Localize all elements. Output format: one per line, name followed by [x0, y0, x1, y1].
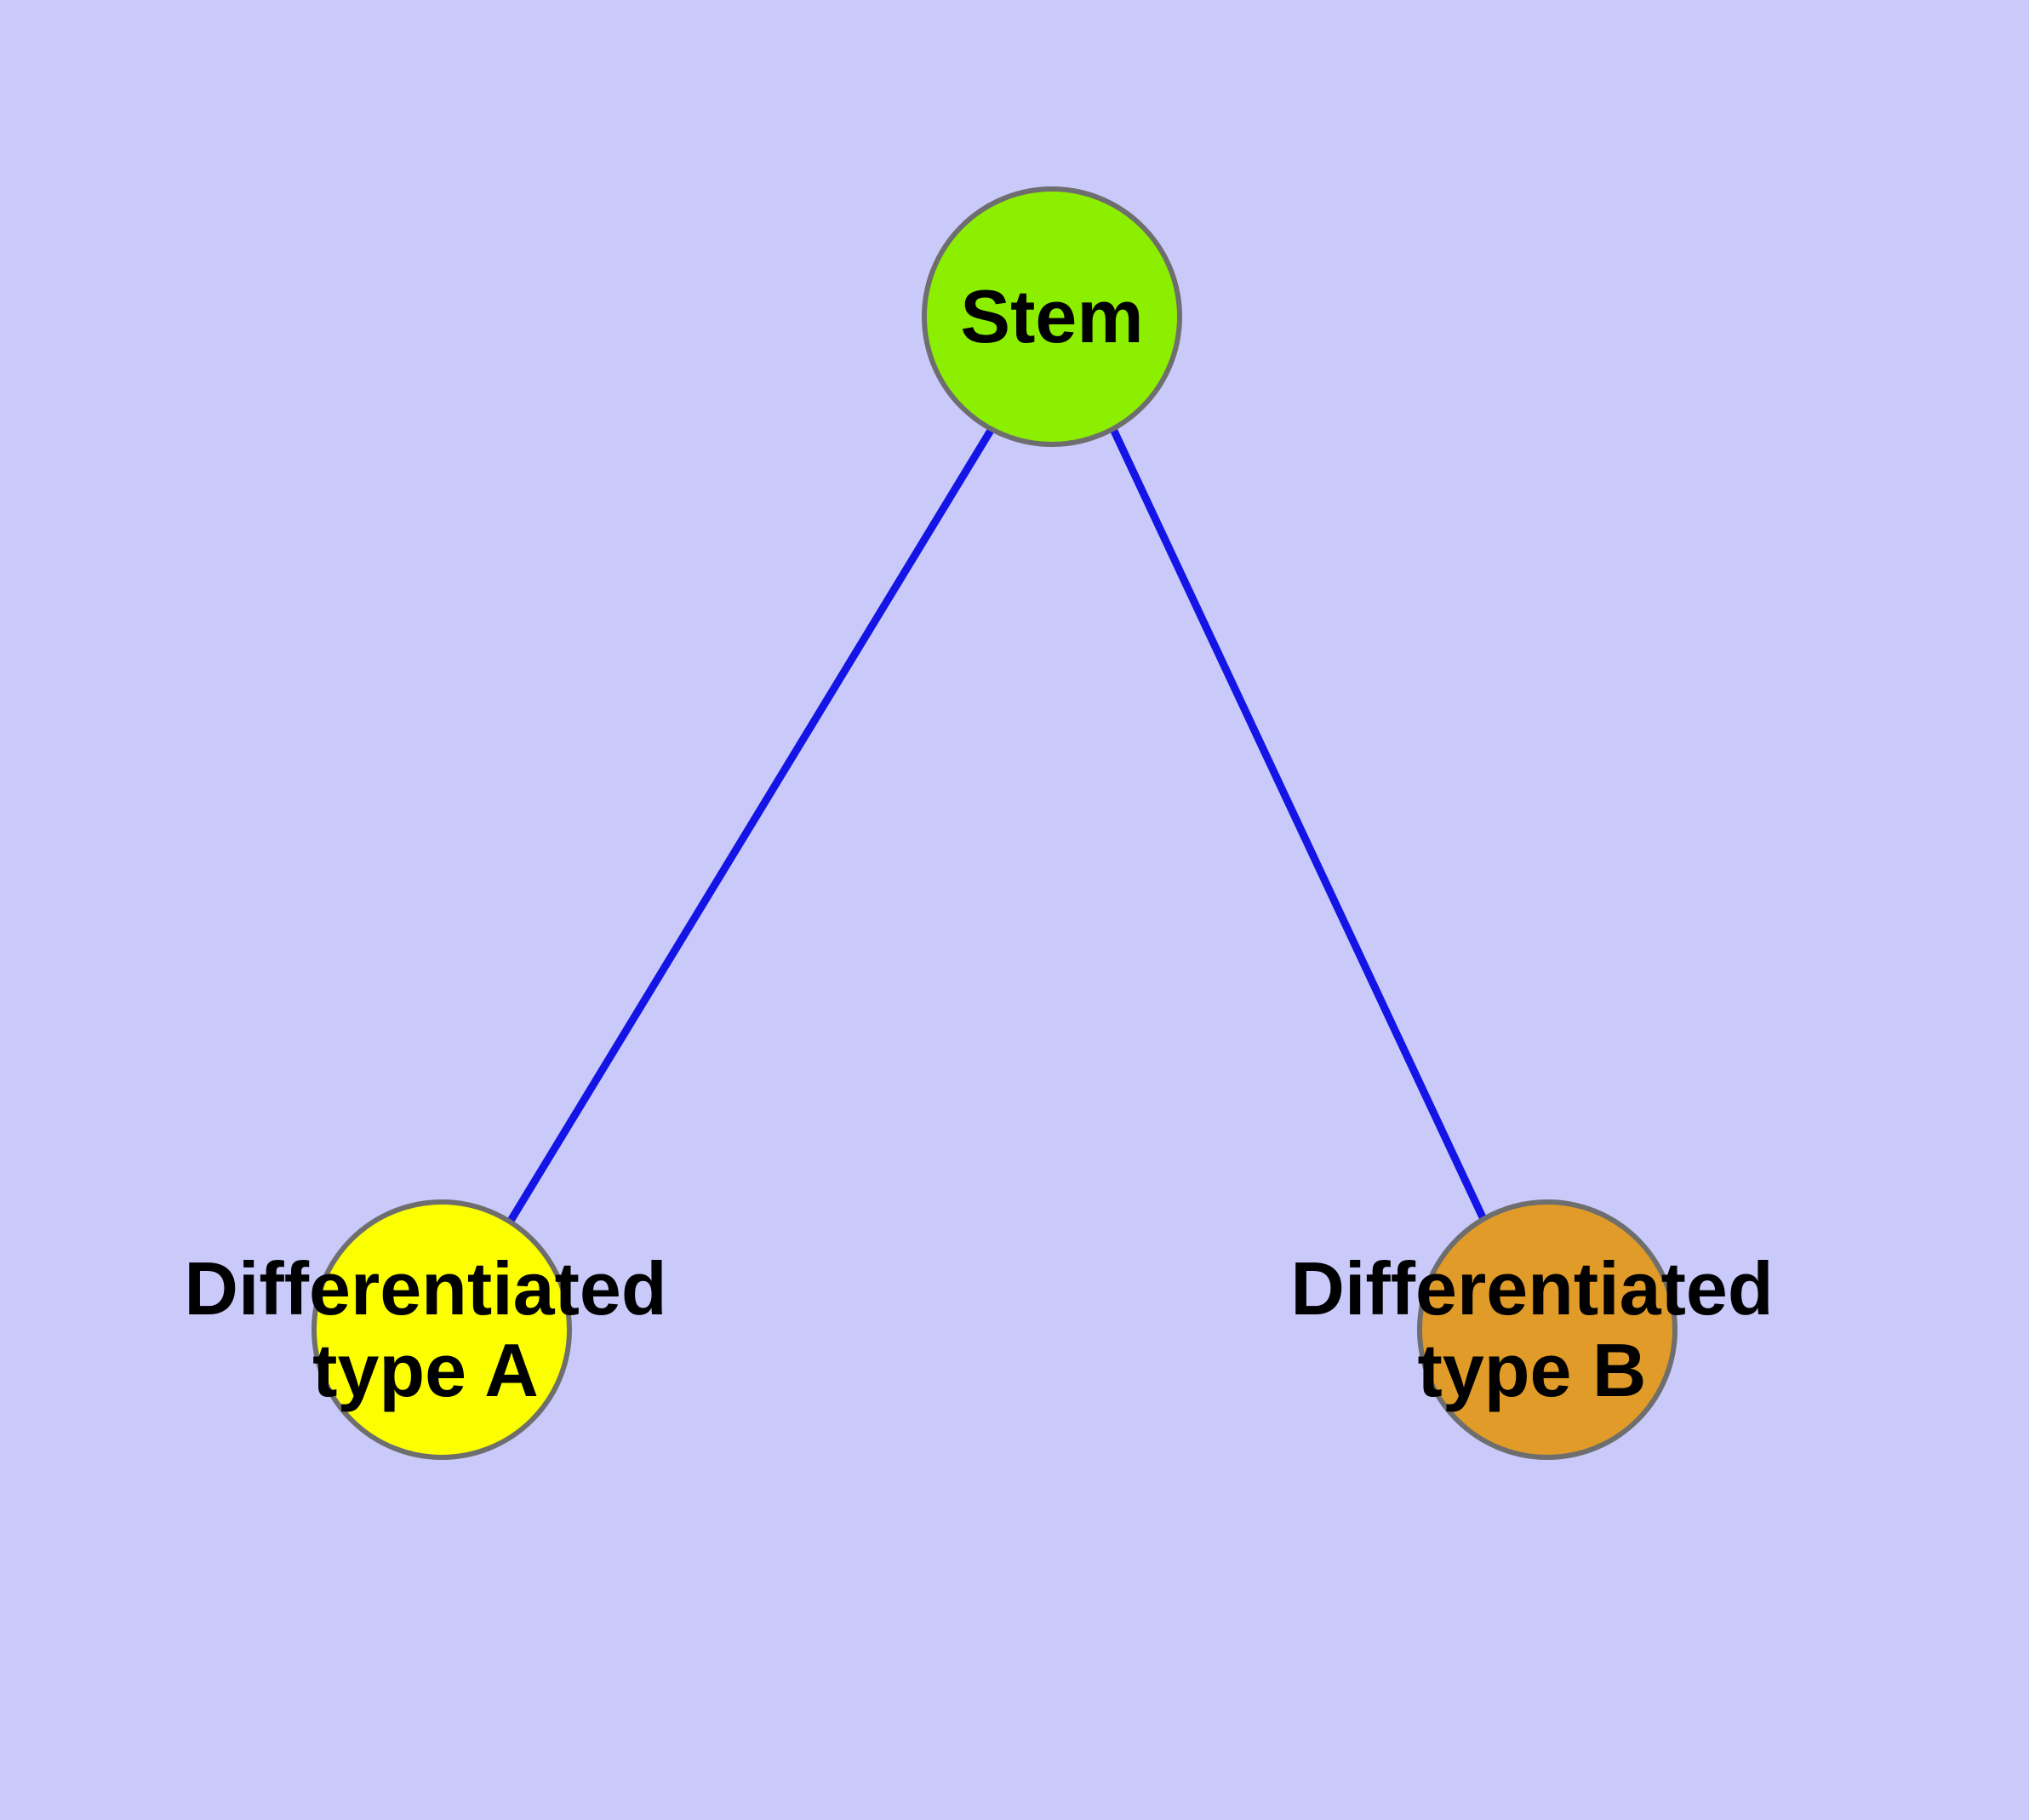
node-type-b-circle[interactable] — [1417, 1199, 1677, 1460]
edges-layer — [507, 426, 1487, 1223]
node-stem[interactable] — [922, 186, 1182, 447]
edge-stem-to-type-a[interactable] — [507, 426, 995, 1223]
node-differentiated-type-b[interactable] — [1417, 1199, 1677, 1460]
node-type-a-circle[interactable] — [311, 1199, 572, 1460]
node-label-line: Differentiated — [1290, 1246, 1773, 1331]
node-label-line: Stem — [960, 274, 1143, 358]
node-label-line: type A — [312, 1328, 539, 1412]
node-differentiated-type-a[interactable] — [311, 1199, 572, 1460]
node-stem-label: Stem — [960, 274, 1143, 358]
edge-stem-to-type-b[interactable] — [1109, 427, 1487, 1219]
node-stem-circle[interactable] — [922, 186, 1182, 447]
node-label-line: Differentiated — [184, 1246, 666, 1331]
nodes-layer — [311, 186, 1677, 1460]
node-label-line: type B — [1418, 1328, 1647, 1412]
